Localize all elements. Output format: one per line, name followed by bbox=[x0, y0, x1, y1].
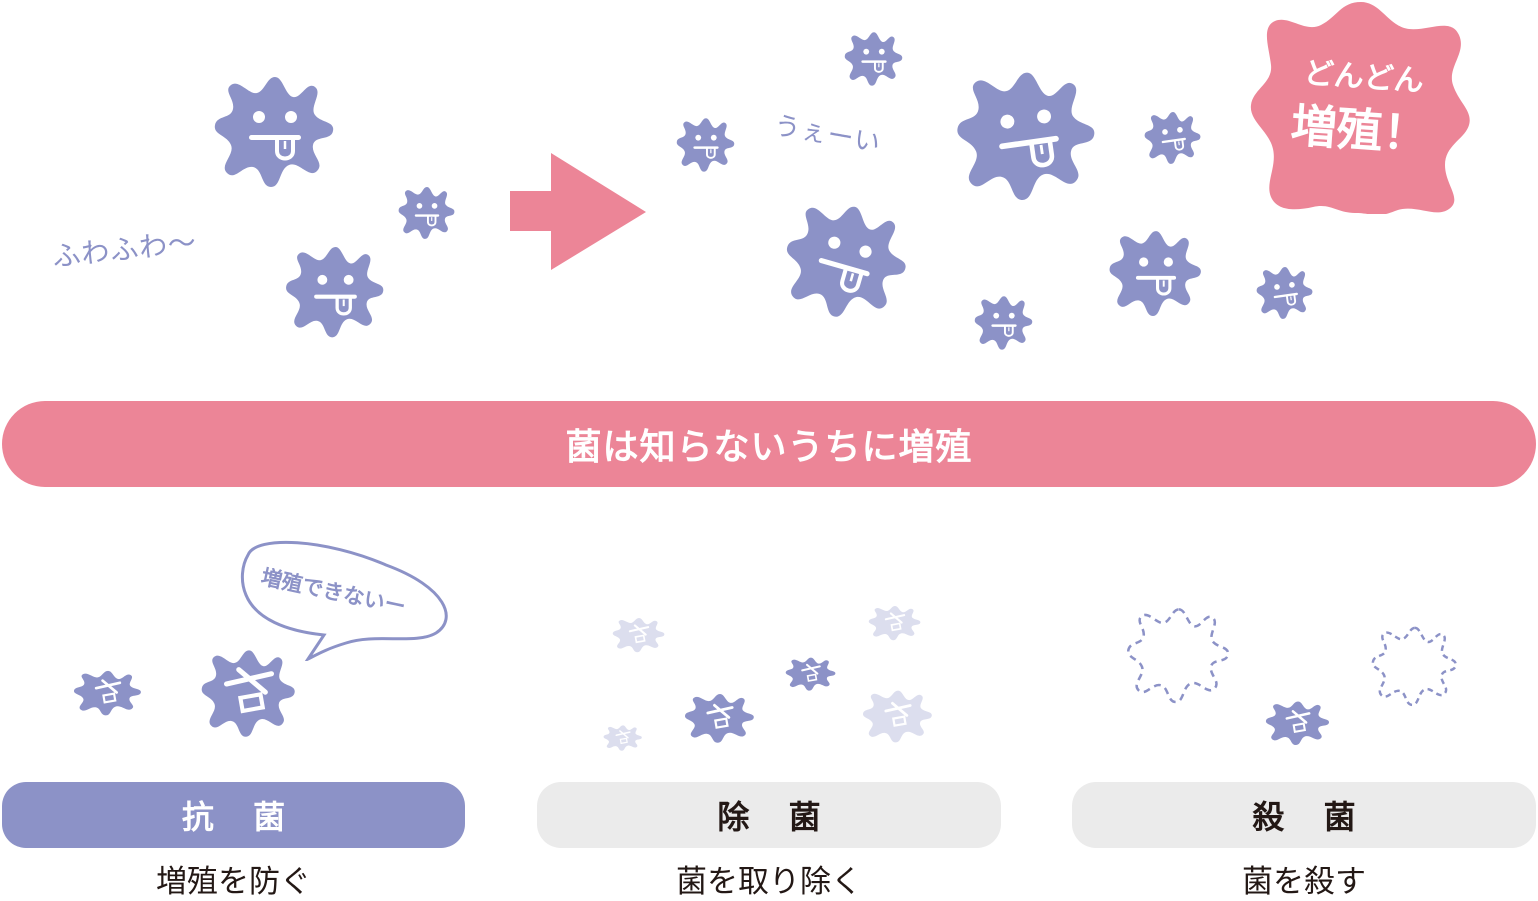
right-arrow-icon bbox=[510, 153, 646, 270]
germ-faded-icon bbox=[868, 605, 921, 641]
germ-happy-icon bbox=[676, 118, 735, 172]
germ-happy-icon bbox=[778, 198, 913, 326]
pill-antibacterial: 抗 菌 bbox=[2, 782, 465, 848]
germ-happy-icon bbox=[214, 77, 334, 187]
desc-sterilize: 菌を殺す bbox=[1242, 864, 1366, 900]
germ-outline-dashed-icon bbox=[1127, 608, 1230, 704]
germ-outline-dashed-icon bbox=[1371, 626, 1457, 707]
burst-line2: 増殖！ bbox=[1289, 98, 1431, 162]
germ-faded-icon bbox=[603, 725, 642, 751]
burst-badge-icon bbox=[1250, 2, 1470, 214]
uee-caption: うぇーい bbox=[771, 110, 884, 160]
germ-happy-icon bbox=[844, 32, 903, 86]
germ-happy-icon bbox=[974, 296, 1033, 350]
germ-faded-icon bbox=[612, 617, 665, 653]
germ-happy-icon bbox=[1144, 112, 1201, 164]
headline-banner: 菌は知らないうちに増殖 bbox=[2, 401, 1536, 487]
desc-antibacterial: 増殖を防ぐ bbox=[156, 864, 311, 900]
banner-text: 菌は知らないうちに増殖 bbox=[565, 427, 973, 468]
germ-happy-icon bbox=[1256, 267, 1313, 319]
germ-dead-icon bbox=[1265, 701, 1330, 746]
pill-sterilize: 殺 菌 bbox=[1072, 782, 1536, 848]
fuwafuwa-caption: ふわふわ〜 bbox=[50, 225, 199, 274]
pill-sanitize: 除 菌 bbox=[537, 782, 1001, 848]
germ-happy-icon bbox=[957, 72, 1095, 200]
germ-dead-icon bbox=[684, 693, 754, 743]
germ-happy-icon bbox=[398, 187, 455, 239]
desc-sanitize: 菌を取り除く bbox=[676, 864, 862, 900]
germ-happy-icon bbox=[286, 246, 384, 338]
germ-dead-icon bbox=[785, 657, 836, 691]
germ-dead-icon bbox=[73, 670, 141, 716]
germ-faded-icon bbox=[862, 690, 932, 743]
germ-happy-icon bbox=[1109, 231, 1201, 316]
speech-bubble-icon bbox=[240, 540, 448, 661]
